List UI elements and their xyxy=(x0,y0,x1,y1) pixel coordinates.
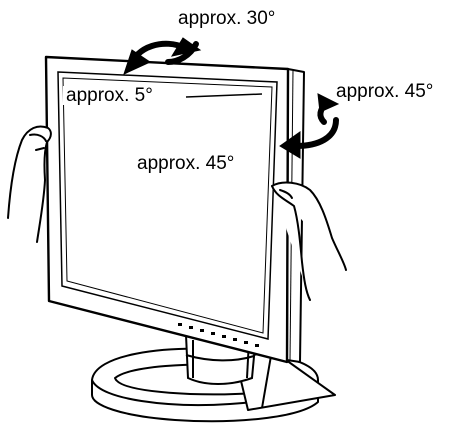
tilt-forward-angle-label: approx. 45° xyxy=(137,153,235,174)
monitor-screen xyxy=(57,71,278,340)
control-button xyxy=(178,323,182,326)
control-button xyxy=(200,329,204,332)
control-buttons xyxy=(178,323,259,347)
rotation-arrow-right xyxy=(279,93,340,159)
control-button xyxy=(233,338,237,341)
control-button xyxy=(222,335,226,338)
right-hand xyxy=(271,181,347,301)
left-hand xyxy=(7,125,52,243)
control-button xyxy=(189,326,193,329)
tilt-back-angle-label: approx. 5° xyxy=(63,86,156,105)
rotation-angle-right-label: approx. 45° xyxy=(336,81,434,102)
monitor-bezel xyxy=(44,55,290,364)
rotation-arrow-top xyxy=(123,37,202,75)
control-button xyxy=(255,344,259,347)
control-button xyxy=(211,332,215,335)
rotation-angle-top-label: approx. 30° xyxy=(178,8,276,29)
tilt-leader-line xyxy=(185,93,263,98)
control-button xyxy=(244,341,248,344)
